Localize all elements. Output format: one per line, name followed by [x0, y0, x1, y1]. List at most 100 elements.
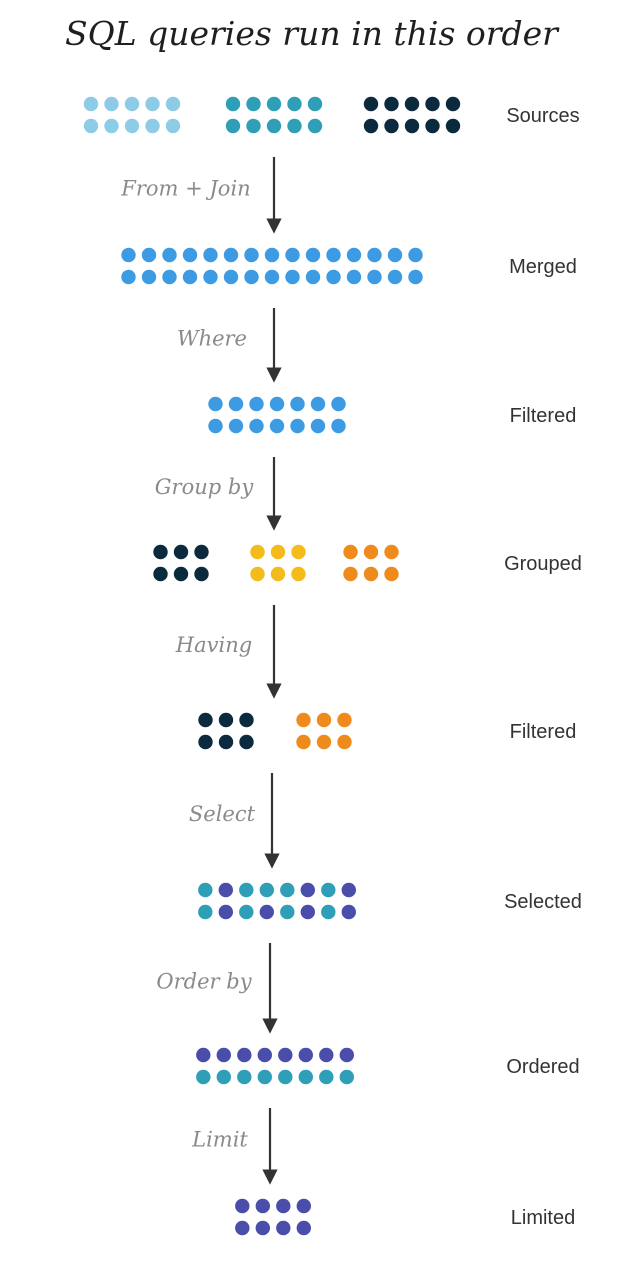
- dot: [341, 904, 356, 920]
- dot: [387, 247, 403, 263]
- operation-step-3: Group by: [155, 457, 282, 531]
- dot: [246, 118, 261, 134]
- dot: [269, 396, 285, 412]
- dot: [316, 734, 332, 750]
- stage-7: Ordered: [196, 1047, 580, 1085]
- dot: [225, 118, 241, 134]
- dot: [384, 96, 399, 112]
- dot: [296, 1220, 311, 1236]
- dot: [339, 1069, 354, 1085]
- dot: [276, 1198, 291, 1214]
- dot: [141, 247, 157, 263]
- dot: [141, 269, 157, 285]
- dot: [321, 904, 336, 920]
- dot: [287, 96, 302, 112]
- dot: [331, 418, 346, 434]
- dot: [264, 247, 280, 263]
- dot: [257, 1047, 272, 1063]
- operation-label: Having: [175, 633, 252, 657]
- dot: [235, 1220, 250, 1236]
- operation-label: Limit: [191, 1128, 248, 1152]
- dot: [257, 1069, 272, 1085]
- diagram-title: SQL queries run in this order: [65, 14, 558, 53]
- dot-group: [250, 544, 306, 582]
- dot: [326, 269, 341, 285]
- dot: [194, 566, 209, 582]
- dot: [239, 904, 254, 920]
- dot: [300, 882, 315, 898]
- dot: [343, 544, 358, 560]
- dot: [235, 1198, 250, 1214]
- dot: [290, 418, 305, 434]
- dot: [218, 712, 234, 728]
- stage-4: Grouped: [153, 544, 582, 582]
- dot: [264, 269, 280, 285]
- dot-group: [198, 882, 356, 920]
- dot: [346, 269, 362, 285]
- dot: [384, 566, 399, 582]
- dot: [250, 566, 265, 582]
- operation-step-6: Order by: [156, 943, 278, 1034]
- stage-6: Selected: [198, 882, 582, 920]
- dot: [104, 118, 119, 134]
- dot: [194, 544, 209, 560]
- dot: [145, 118, 160, 134]
- dot-group: [296, 712, 352, 750]
- dot: [404, 96, 420, 112]
- operation-label: Where: [177, 327, 247, 351]
- stage-label: Limited: [511, 1207, 575, 1229]
- dot: [367, 269, 382, 285]
- dot: [285, 247, 300, 263]
- dot: [237, 1069, 252, 1085]
- dot: [269, 418, 285, 434]
- dot: [408, 269, 423, 285]
- dot: [165, 118, 181, 134]
- dot: [287, 118, 302, 134]
- stage-label: Grouped: [504, 553, 582, 575]
- dot-group: [363, 96, 461, 134]
- dot: [250, 544, 265, 560]
- dot: [228, 418, 244, 434]
- dot: [321, 882, 336, 898]
- dot: [363, 118, 379, 134]
- stage-1: Sources: [83, 96, 580, 134]
- dot: [445, 118, 461, 134]
- dot: [249, 418, 264, 434]
- dot: [346, 247, 362, 263]
- dot: [153, 566, 168, 582]
- dot: [237, 1047, 252, 1063]
- dot: [307, 118, 323, 134]
- dot: [121, 247, 136, 263]
- dot: [244, 269, 259, 285]
- dot-group: [235, 1198, 311, 1236]
- dot-group: [83, 96, 181, 134]
- stage-label: Filtered: [510, 721, 577, 743]
- dot: [384, 544, 399, 560]
- operation-step-5: Select: [189, 773, 280, 869]
- dot: [296, 734, 311, 750]
- stage-label: Sources: [506, 105, 579, 127]
- dot: [341, 882, 356, 898]
- dot: [198, 712, 213, 728]
- dot: [182, 247, 198, 263]
- dot: [278, 1069, 293, 1085]
- dot: [270, 544, 286, 560]
- dot: [343, 566, 358, 582]
- dot: [196, 1069, 211, 1085]
- dot: [363, 566, 379, 582]
- dot: [387, 269, 403, 285]
- dot-group: [198, 712, 254, 750]
- dot-group: [343, 544, 399, 582]
- dot: [203, 247, 218, 263]
- dot: [145, 96, 160, 112]
- operation-step-1: From + Join: [120, 157, 282, 234]
- dot: [298, 1069, 313, 1085]
- dot: [425, 96, 440, 112]
- dot: [280, 904, 295, 920]
- dot: [285, 269, 300, 285]
- dot: [83, 96, 99, 112]
- dot: [278, 1047, 293, 1063]
- dot: [310, 418, 326, 434]
- operation-step-2: Where: [177, 308, 282, 383]
